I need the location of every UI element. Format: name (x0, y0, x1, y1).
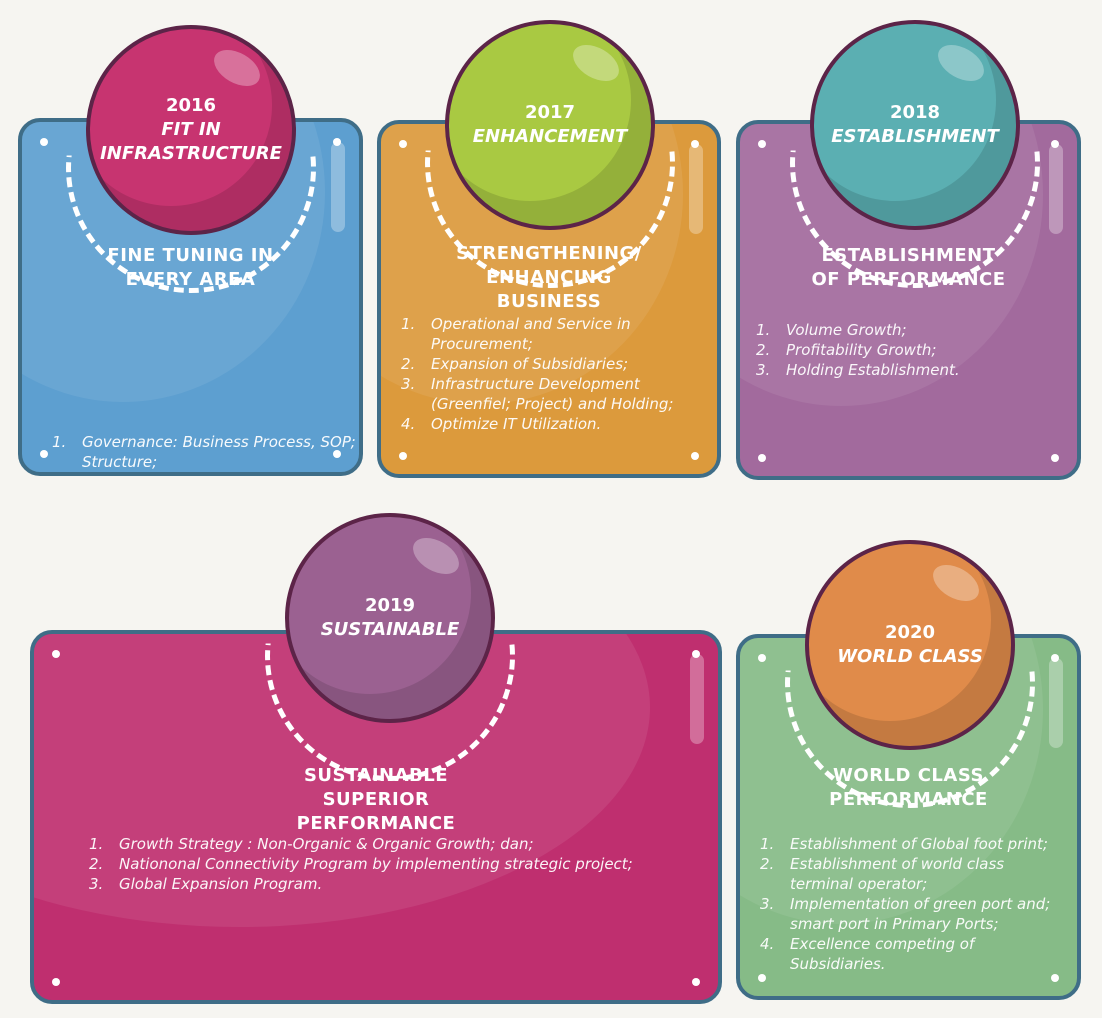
stage-name: ENHANCEMENT (472, 126, 628, 147)
pin-dot (1051, 654, 1059, 662)
gloss-highlight (689, 144, 703, 234)
year-label: 2020 (884, 622, 936, 643)
list-item: 2.Culture; (52, 472, 362, 476)
pin-dot (399, 140, 407, 148)
pin-dot (40, 450, 48, 458)
list-item: 3.Implementation of green port and; smar… (760, 895, 1051, 933)
stage-items: 1.Operational and Service in Procurement… (401, 314, 711, 434)
gloss-highlight (1049, 658, 1063, 748)
pin-dot (1051, 454, 1059, 462)
pin-dot (333, 138, 341, 146)
stage-items: 1.Growth Strategy : Non-Organic & Organi… (89, 834, 689, 894)
pin-dot (691, 452, 699, 460)
pin-dot (691, 140, 699, 148)
year-label: 2016 (165, 95, 217, 116)
gloss-highlight (690, 654, 704, 744)
gloss-highlight (1049, 144, 1063, 234)
pin-dot (758, 140, 766, 148)
stage-name: ESTABLISHMENT (831, 126, 999, 147)
year-label: 2019 (364, 595, 416, 616)
stage-items: 1.Establishment of Global foot print; 2.E… (760, 834, 1060, 974)
pin-dot (1051, 974, 1059, 982)
pin-dot (758, 454, 766, 462)
pin-dot (758, 974, 766, 982)
list-item: 3.Infrastructure Development (Greenfiel;… (401, 375, 674, 413)
stage-items: 1.Volume Growth; 2.Profitability Growth; 3… (756, 320, 1066, 380)
list-item: 4.Excellence competing of Subsidiaries. (760, 935, 975, 973)
pin-dot (1051, 140, 1059, 148)
list-item: 1.Operational and Service in Procurement… (401, 315, 631, 353)
year-label: 2018 (889, 102, 941, 123)
list-item: 2.Profitability Growth; (756, 341, 937, 359)
stage-name: WORLD CLASS (837, 646, 983, 667)
list-item: 2.Nationonal Connectivity Program by imp… (89, 855, 633, 873)
stage-name: FIT IN INFRASTRUCTURE (100, 119, 282, 164)
pin-dot (52, 650, 60, 658)
list-item: 1.Establishment of Global foot print; (760, 835, 1048, 853)
stage-name: SUSTAINABLE (320, 619, 460, 640)
pin-dot (40, 138, 48, 146)
list-item: 2.Establishment of world class terminal … (760, 855, 1005, 893)
list-item: 1.Volume Growth; (756, 321, 907, 339)
gloss-highlight (331, 142, 345, 232)
list-item: 3.Global Expansion Program. (89, 875, 323, 893)
year-label: 2017 (524, 102, 576, 123)
pin-dot (333, 450, 341, 458)
pin-dot (52, 978, 60, 986)
list-item: 2.Expansion of Subsidiaries; (401, 355, 629, 373)
list-item: 3.Holding Establishment. (756, 361, 960, 379)
pin-dot (399, 452, 407, 460)
pin-dot (692, 650, 700, 658)
list-item: 1.Growth Strategy : Non-Organic & Organi… (89, 835, 534, 853)
pin-dot (758, 654, 766, 662)
list-item: 1.Governance: Business Process, SOP; Str… (52, 433, 356, 471)
stage-items: 1.Governance: Business Process, SOP; Str… (52, 432, 362, 476)
list-item: 4.Optimize IT Utilization. (401, 415, 602, 433)
pin-dot (692, 978, 700, 986)
